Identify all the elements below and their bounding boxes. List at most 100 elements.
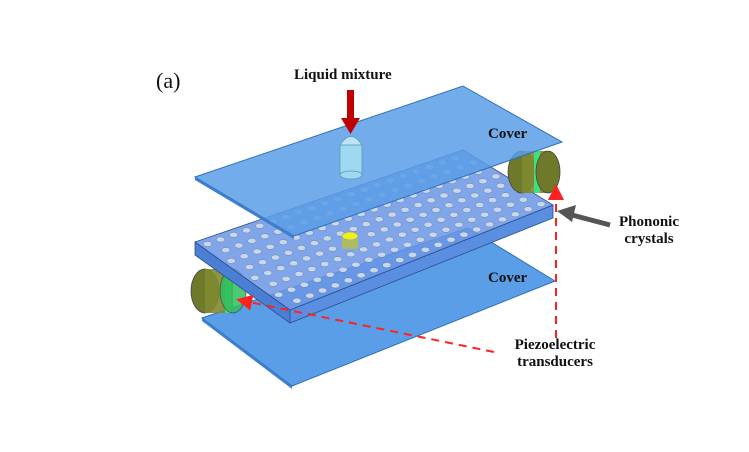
crystal-hole xyxy=(325,271,335,278)
defect-cylinder xyxy=(341,231,359,249)
crystal-hole xyxy=(328,245,337,252)
crystal-hole xyxy=(229,232,239,238)
crystal-hole xyxy=(320,261,330,267)
inlet-tube xyxy=(339,136,363,180)
crystal-hole xyxy=(462,207,472,213)
crystal-hole xyxy=(351,261,361,268)
crystal-hole xyxy=(449,212,459,218)
crystal-hole xyxy=(366,231,376,238)
crystal-hole xyxy=(302,255,312,262)
crystal-hole xyxy=(318,287,328,294)
bottom-cover-edge xyxy=(202,318,292,389)
crystal-hole xyxy=(387,211,397,218)
label-cover-bottom: Cover xyxy=(488,270,528,286)
crystal-hole xyxy=(518,196,528,203)
crystal-hole xyxy=(369,267,379,274)
crystal-hole xyxy=(312,276,322,283)
crystal-hole xyxy=(415,236,425,243)
crystal-hole xyxy=(465,183,475,189)
crystal-hole xyxy=(496,182,506,189)
piezo-pointer-left xyxy=(236,294,495,353)
crystal-hole xyxy=(390,246,399,253)
crystal-hole xyxy=(459,231,469,238)
crystal-hole xyxy=(428,231,438,238)
crystal-hole xyxy=(322,235,332,242)
crystal-hole xyxy=(203,241,212,247)
crystal-hole xyxy=(420,246,430,253)
crystal-hole xyxy=(242,227,252,234)
crystal-hole xyxy=(252,248,262,255)
crystal-hole xyxy=(400,206,410,213)
crystal-hole xyxy=(346,251,356,258)
label-piezo-line2: transducers xyxy=(517,354,593,370)
label-phononic-line1: Phononic xyxy=(618,214,679,230)
crystal-hole xyxy=(410,226,420,233)
crystal-hole xyxy=(268,280,278,287)
crystal-hole xyxy=(392,221,402,228)
crystal-hole xyxy=(426,197,436,204)
crystal-hole xyxy=(263,270,273,276)
crystal-hole xyxy=(497,216,507,223)
crystal-hole xyxy=(292,297,302,304)
crystal-hole xyxy=(338,266,348,273)
crystal-hole xyxy=(483,187,493,194)
crystal-hole xyxy=(480,211,490,218)
crystal-hole xyxy=(523,206,533,213)
crystal-hole xyxy=(444,202,454,209)
label-phononic-line2: crystals xyxy=(624,231,674,247)
crystal-hole xyxy=(491,173,501,180)
label-cover-top: Cover xyxy=(488,126,528,142)
crystal-hole xyxy=(221,247,231,253)
crystal-hole xyxy=(359,246,369,253)
crystal-hole xyxy=(408,252,417,258)
crystal-hole xyxy=(361,221,371,227)
crystal-hole xyxy=(452,187,462,194)
label-phononic-crystals: Phononic crystals xyxy=(612,214,686,248)
crystal-hole xyxy=(247,238,257,244)
crystal-hole xyxy=(296,245,306,251)
crystal-hole xyxy=(315,250,325,257)
crystal-hole xyxy=(423,221,433,228)
label-liquid-mixture: Liquid mixture xyxy=(294,67,392,83)
crystal-hole xyxy=(348,226,358,232)
crystal-hole xyxy=(330,282,340,289)
crystal-hole xyxy=(287,286,296,293)
crystal-hole xyxy=(467,216,477,223)
crystal-hole xyxy=(433,241,443,248)
crystal-hole xyxy=(245,264,254,270)
top-cover xyxy=(193,85,564,237)
crystal-hole xyxy=(276,265,286,271)
crystal-hole xyxy=(377,251,387,258)
crystal-hole xyxy=(457,197,467,204)
crystal-hole xyxy=(250,274,260,281)
crystal-hole xyxy=(493,206,502,213)
crystal-hole xyxy=(374,216,384,223)
crystal-hole xyxy=(333,256,343,263)
crystal-hole xyxy=(436,216,446,223)
crystal-hole xyxy=(255,223,265,229)
crystal-hole xyxy=(372,241,381,248)
phononic-pointer-arrow xyxy=(557,205,611,228)
crystal-hole xyxy=(501,192,510,199)
crystal-hole xyxy=(505,201,515,208)
crystal-hole xyxy=(382,262,392,268)
crystal-hole xyxy=(271,254,280,261)
crystal-hole xyxy=(402,241,412,248)
crystal-hole xyxy=(309,240,319,247)
right-transducer xyxy=(507,150,561,194)
crystal-hole xyxy=(418,211,428,218)
crystal-hole xyxy=(485,221,495,228)
crystal-hole xyxy=(405,216,415,223)
crystal-hole xyxy=(472,226,482,233)
crystal-hole xyxy=(281,276,291,282)
crystal-hole xyxy=(397,231,407,238)
crystal-hole xyxy=(343,277,353,284)
crystal-hole xyxy=(364,256,374,263)
crystal-hole xyxy=(294,271,304,277)
crystal-hole xyxy=(510,211,520,218)
crystal-hole xyxy=(307,266,317,272)
crystal-hole xyxy=(446,236,456,243)
crystal-hole xyxy=(536,201,546,207)
crystal-hole xyxy=(395,257,405,263)
